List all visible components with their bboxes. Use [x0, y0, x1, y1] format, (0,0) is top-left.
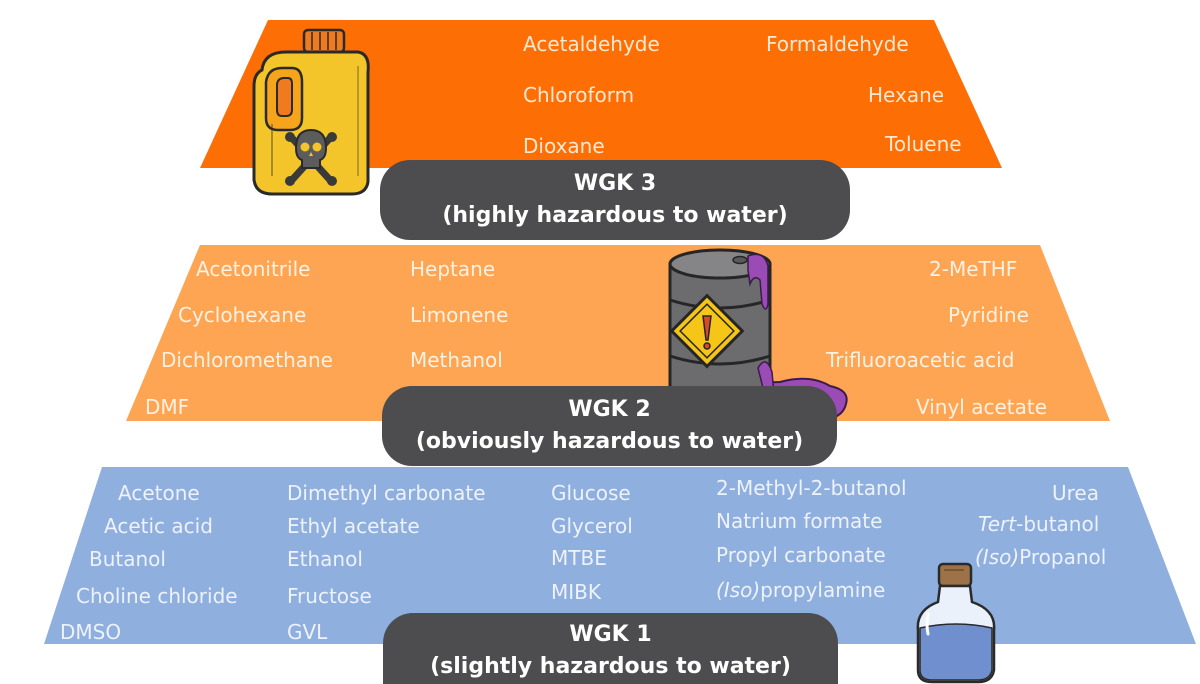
chemical-suffix: -butanol — [1016, 512, 1099, 536]
chemical-label: Heptane — [410, 257, 495, 281]
chemical-label: Dioxane — [523, 134, 605, 158]
chemical-label: Acetaldehyde — [523, 32, 660, 56]
chemical-label: (Iso)propylamine — [716, 578, 885, 602]
chemical-label: Formaldehyde — [766, 32, 909, 56]
chemical-label: Cyclohexane — [178, 303, 306, 327]
chemical-label: Glycerol — [551, 514, 633, 538]
chemical-label: Ethyl acetate — [287, 514, 420, 538]
wgk1-title: WGK 1 — [383, 619, 838, 651]
chemical-label: DMSO — [60, 620, 121, 644]
poison-canister-icon — [246, 26, 374, 198]
chemical-label: Choline chloride — [76, 584, 238, 608]
chemical-label: Acetonitrile — [196, 257, 310, 281]
italic-prefix: (Iso) — [716, 578, 760, 602]
chemical-label: Fructose — [287, 584, 372, 608]
chemical-label: Chloroform — [523, 83, 634, 107]
chemical-label: Hexane — [868, 83, 944, 107]
chemical-label: 2-Methyl-2-butanol — [716, 476, 907, 500]
chemical-label: MIBK — [551, 580, 601, 604]
glass-bottle-icon — [914, 558, 998, 684]
chemical-label: 2-MeTHF — [929, 257, 1017, 281]
chemical-label: Vinyl acetate — [916, 395, 1047, 419]
wgk3-label: WGK 3 (highly hazardous to water) — [380, 160, 850, 240]
wgk2-label: WGK 2 (obviously hazardous to water) — [382, 386, 837, 466]
wgk3-title: WGK 3 — [380, 168, 850, 200]
chemical-label: Limonene — [410, 303, 508, 327]
chemical-label: Pyridine — [948, 303, 1029, 327]
chemical-label: Methanol — [410, 348, 503, 372]
chemical-label: Toluene — [885, 132, 962, 156]
chemical-suffix: propylamine — [760, 578, 885, 602]
chemical-label: MTBE — [551, 546, 607, 570]
wgk2-title: WGK 2 — [382, 394, 837, 426]
chemical-label: Tert-butanol — [978, 512, 1099, 536]
chemical-label: Dichloromethane — [161, 348, 333, 372]
wgk1-label: WGK 1 (slightly hazardous to water) — [383, 613, 838, 684]
chemical-label: Natrium formate — [716, 509, 882, 533]
chemical-label: Propyl carbonate — [716, 543, 886, 567]
wgk3-subtitle: (highly hazardous to water) — [380, 200, 850, 232]
wgk2-subtitle: (obviously hazardous to water) — [382, 426, 837, 458]
chemical-label: GVL — [287, 620, 327, 644]
chemical-label: Urea — [1052, 481, 1099, 505]
chemical-label: Acetone — [118, 481, 200, 505]
italic-prefix: Tert — [978, 512, 1016, 536]
chemical-label: DMF — [145, 395, 189, 419]
chemical-label: Ethanol — [287, 547, 363, 571]
chemical-label: Acetic acid — [104, 514, 213, 538]
chemical-label: Dimethyl carbonate — [287, 481, 486, 505]
wgk1-subtitle: (slightly hazardous to water) — [383, 651, 838, 683]
chemical-label: Butanol — [89, 547, 166, 571]
chemical-suffix: Propanol — [1019, 545, 1106, 569]
chemical-label: Glucose — [551, 481, 631, 505]
